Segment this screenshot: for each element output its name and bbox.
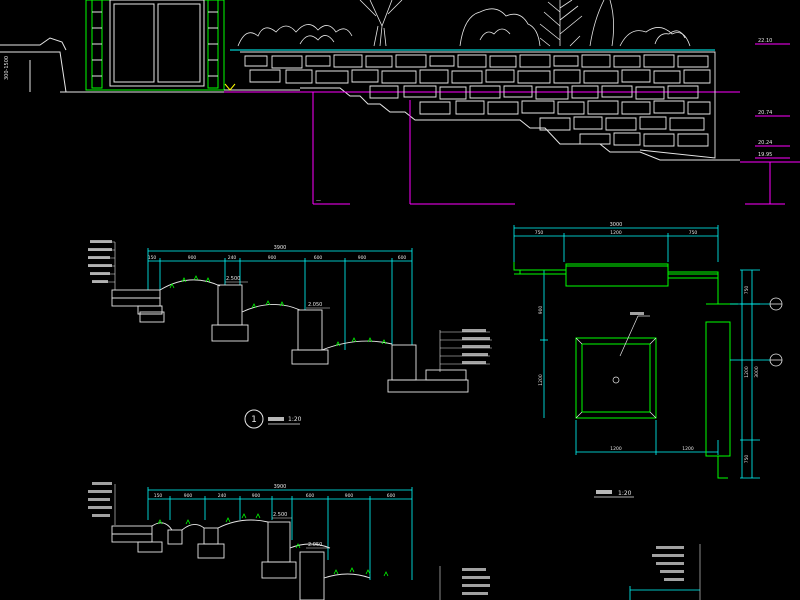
section-2-callout-1: 2.050 (308, 542, 322, 548)
section-1-callout-1: 2.050 (308, 302, 322, 308)
plan-right-dim-1: 1200 (744, 366, 750, 378)
plan-right-dim-0: 750 (744, 286, 750, 295)
plan-outline (513, 262, 738, 479)
section-2-dim-2: 240 (218, 493, 227, 499)
section-2-callouts: 2.500 2.050 (272, 512, 330, 549)
section-2: 3900 150 900 240 900 600 900 600 (88, 482, 490, 600)
section-1-steps (111, 279, 469, 393)
section-1-dim-3: 900 (268, 255, 277, 261)
gate-door (85, 0, 225, 91)
section-1-dim-6: 600 (398, 255, 407, 261)
section-2-steps (111, 519, 371, 600)
stone-wall (240, 51, 716, 159)
elev-label-0: 22.10 (758, 38, 772, 44)
plan-grid-markers (730, 297, 783, 367)
section-1-dim-5: 900 (358, 255, 367, 261)
elevation-leaders (312, 43, 790, 205)
plan-left-dim-0: 900 (538, 306, 544, 315)
section-1-title-text: 1:20 (288, 416, 302, 423)
plan-inner-lines (575, 315, 657, 419)
section-2-overall-dim: 3900 (274, 484, 287, 490)
elev-label-1: 20.74 (758, 110, 772, 116)
left-retaining-block (0, 37, 84, 93)
section-1-dimensions (147, 248, 413, 350)
section-1-grass (169, 275, 387, 347)
plan-dimensions (513, 225, 760, 479)
plan-right-dim-2: 750 (744, 455, 750, 464)
plan-left-dim-1: 1200 (538, 374, 544, 386)
leader-note-1: — (316, 198, 321, 204)
plan-bottom-dim-1: 1200 (682, 446, 694, 452)
section-2-left-notes (88, 482, 116, 525)
section-2-dim-1: 900 (184, 493, 193, 499)
elevation-markers: 22.10 20.74 20.24 19.95 (224, 38, 772, 158)
section-1-title: 1 1:20 (244, 409, 302, 429)
plan-callout-text (630, 312, 644, 315)
section-2-dim-4: 600 (306, 493, 315, 499)
section-1-dim-1: 900 (188, 255, 197, 261)
section-1-dim-2: 240 (228, 255, 237, 261)
section-1-overall-dim: 3900 (274, 245, 287, 251)
plan-top-dim-2: 750 (689, 230, 698, 236)
section-2-dimensions (147, 487, 413, 580)
plan-title-text: 1:20 (618, 490, 632, 497)
section-1: 3900 150 900 240 900 600 900 600 (88, 240, 492, 429)
section-1-callouts: 2.500 2.050 (225, 276, 330, 309)
section-2-callout-0: 2.500 (273, 512, 287, 518)
section-1-right-notes (439, 330, 492, 372)
section-1-callout-0: 2.500 (226, 276, 240, 282)
section-2-dim-3: 900 (252, 493, 261, 499)
plan-top-dim-0: 1200 (610, 230, 622, 236)
section-2-grass (157, 513, 389, 577)
section-1-number: 1 (251, 415, 257, 425)
plan-top-overall: 3000 (610, 222, 623, 228)
section-2-dim-5: 900 (345, 493, 354, 499)
section-1-dim-0: 150 (148, 255, 157, 261)
section-2-right-notes (439, 566, 490, 600)
section-2-dim-0: 150 (154, 493, 163, 499)
top-elevation: 300-1500 (0, 0, 800, 205)
left-elevation-note: 300-1500 (4, 56, 10, 80)
plan-title: 1:20 (594, 490, 634, 498)
plan-right-dim-3: 3000 (754, 366, 760, 378)
plan-top-dim-1: 750 (535, 230, 544, 236)
plan-bottom-dim-0: 1200 (610, 446, 622, 452)
detail-notes-bottom-right (629, 544, 701, 600)
plan-view: 3000 750 1200 750 750 1200 750 3000 900 … (513, 222, 783, 498)
section-1-dim-4: 600 (314, 255, 323, 261)
section-1-right-note-text (462, 329, 490, 364)
elev-label-2: 20.24 (758, 140, 772, 146)
elev-label-3: 19.95 (758, 152, 772, 158)
section-2-dim-6: 600 (387, 493, 396, 499)
section-1-left-note-text (88, 240, 112, 283)
planting (237, 0, 691, 47)
